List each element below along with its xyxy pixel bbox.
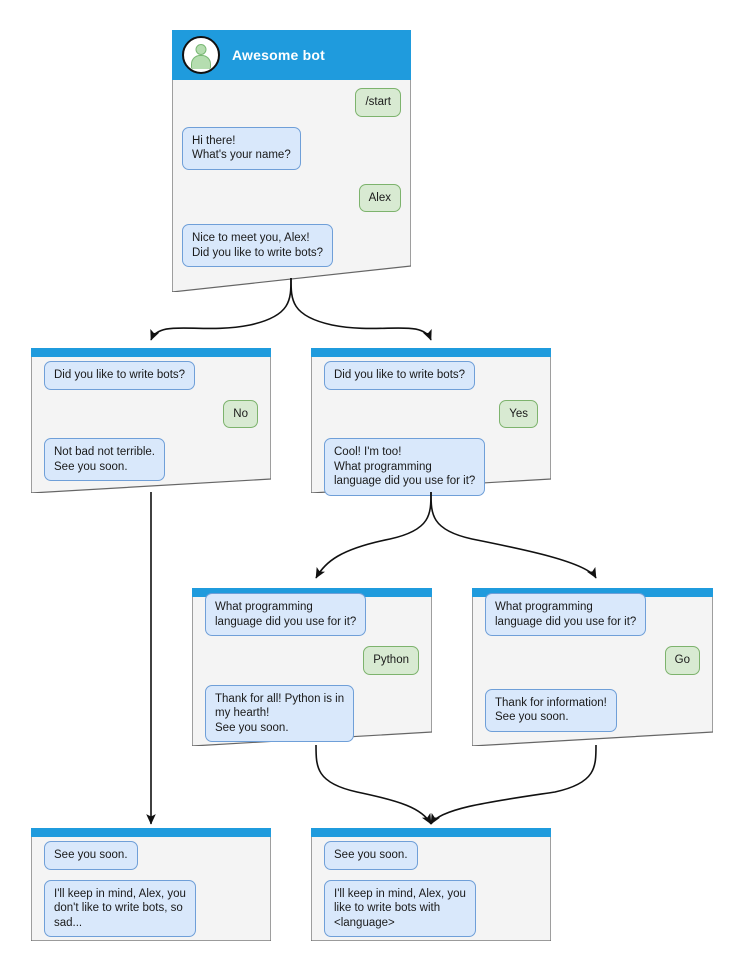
message-list: See you soon. I'll keep in mind, Alex, y… [44,841,258,947]
node-language-python[interactable]: What programming language did you use fo… [192,588,432,746]
bot-message: Not bad not terrible. See you soon. [44,438,166,481]
user-message: No [223,399,258,428]
message-row: What programming language did you use fo… [205,593,419,636]
message-list: What programming language did you use fo… [205,593,419,752]
message-row: Go [485,646,700,675]
message-row: Hi there! What's your name? [182,126,401,170]
message-row: See you soon. [324,841,538,870]
node-end-sad[interactable]: See you soon. I'll keep in mind, Alex, y… [31,828,271,941]
message-list: See you soon. I'll keep in mind, Alex, y… [324,841,538,947]
node-answer-no[interactable]: Did you like to write bots? No Not bad n… [31,348,271,493]
bot-message: I'll keep in mind, Alex, you like to wri… [324,879,476,937]
bot-message: Thank for information! See you soon. [485,688,617,732]
node-answer-yes[interactable]: Did you like to write bots? Yes Cool! I'… [311,348,551,496]
person-icon [182,36,220,74]
card-header [311,828,551,837]
node-start[interactable]: Awesome bot /start Hi there! What's your… [172,30,411,292]
message-list: Did you like to write bots? No Not bad n… [44,361,258,491]
message-list: Did you like to write bots? Yes Cool! I'… [324,361,538,506]
message-row: Python [205,646,419,675]
user-message: Go [664,646,700,675]
card-header [31,828,271,837]
card-header [31,348,271,357]
card-header [472,588,713,597]
node-language-go[interactable]: What programming language did you use fo… [472,588,713,746]
card-header: Awesome bot [172,30,411,80]
bot-message: What programming language did you use fo… [205,593,367,636]
edge-python-to-end-happy [315,744,432,825]
edge-go-to-end-happy [430,744,597,825]
message-row: Did you like to write bots? [44,361,258,390]
message-row: Cool! I'm too! What programming language… [324,438,538,496]
message-row: Yes [324,399,538,428]
message-row: Not bad not terrible. See you soon. [44,438,258,481]
message-row: /start [182,88,401,117]
message-row: No [44,399,258,428]
user-message: Python [363,646,419,675]
bot-message: Did you like to write bots? [44,361,196,390]
bot-name-label: Awesome bot [232,47,325,63]
bot-message: Cool! I'm too! What programming language… [324,438,486,496]
message-row: Nice to meet you, Alex! Did you like to … [182,224,401,267]
message-row: Alex [182,183,401,212]
card-header [311,348,551,357]
message-list: What programming language did you use fo… [485,593,700,742]
bot-message: I'll keep in mind, Alex, you don't like … [44,879,196,937]
message-row: Thank for all! Python is in my hearth! S… [205,684,419,742]
bot-message: Thank for all! Python is in my hearth! S… [205,684,355,742]
user-message: /start [355,88,401,117]
node-end-happy[interactable]: See you soon. I'll keep in mind, Alex, y… [311,828,551,941]
message-row: I'll keep in mind, Alex, you don't like … [44,879,258,937]
bot-message: Did you like to write bots? [324,361,476,390]
user-message: Yes [499,399,538,428]
message-list: /start Hi there! What's your name? Alex … [182,88,401,277]
message-row: What programming language did you use fo… [485,593,700,636]
message-row: I'll keep in mind, Alex, you like to wri… [324,879,538,937]
message-row: Did you like to write bots? [324,361,538,390]
bot-message: See you soon. [44,841,138,870]
bot-message: Nice to meet you, Alex! Did you like to … [182,224,334,267]
bot-message: See you soon. [324,841,418,870]
message-row: See you soon. [44,841,258,870]
bot-message: What programming language did you use fo… [485,593,647,636]
message-row: Thank for information! See you soon. [485,688,700,732]
card-header [192,588,432,597]
bot-message: Hi there! What's your name? [182,126,301,170]
user-message: Alex [358,183,401,212]
